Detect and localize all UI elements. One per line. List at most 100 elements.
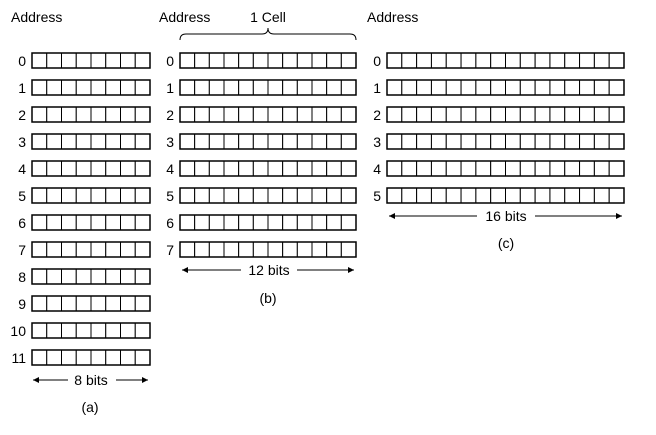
- bit-cell: [223, 79, 240, 96]
- bit-cell: [564, 133, 581, 150]
- bit-cell: [564, 160, 581, 177]
- bit-cell: [120, 187, 136, 204]
- bit-cell: [75, 133, 92, 150]
- bit-cell: [340, 79, 357, 96]
- bit-cell: [490, 133, 507, 150]
- bit-cell: [505, 187, 521, 204]
- bit-cell: [296, 52, 313, 69]
- bit-cell: [326, 241, 342, 258]
- bit-cell: [564, 106, 581, 123]
- bit-cell: [75, 322, 92, 339]
- bit-cell: [267, 133, 284, 150]
- bit-cell: [534, 106, 551, 123]
- bit-cell: [238, 79, 254, 96]
- bit-cell: [401, 160, 418, 177]
- bit-cell: [608, 133, 625, 150]
- bit-cell: [460, 52, 477, 69]
- bit-cell: [120, 106, 136, 123]
- bit-cell: [401, 187, 418, 204]
- bit-cell: [490, 187, 507, 204]
- bit-cell: [75, 79, 92, 96]
- bit-cell: [134, 52, 151, 69]
- bit-cell: [252, 52, 269, 69]
- bit-cell: [416, 52, 432, 69]
- bit-cell: [31, 133, 48, 150]
- bit-cell: [311, 187, 328, 204]
- bit-cell: [475, 160, 492, 177]
- bit-cell: [311, 133, 328, 150]
- address-label: 11: [11, 350, 26, 366]
- bit-cell: [105, 187, 121, 204]
- memory-word-outline: [31, 52, 151, 69]
- address-label: 6: [18, 215, 26, 231]
- memory-word-outline: [31, 133, 151, 150]
- bit-cell: [608, 106, 625, 123]
- address-header-a: Address: [11, 9, 62, 25]
- memory-row-b-3: 3: [166, 133, 357, 150]
- memory-row-a-6: 6: [18, 214, 151, 231]
- bit-cell: [90, 160, 107, 177]
- bit-cell: [326, 160, 342, 177]
- bit-cell: [46, 187, 62, 204]
- bit-cell: [490, 106, 507, 123]
- bit-cell: [534, 52, 551, 69]
- caption-a: (a): [81, 399, 98, 415]
- bit-cell: [593, 106, 610, 123]
- cell-brace-label: 1 Cell: [250, 9, 286, 25]
- memory-row-c-2: 2: [373, 106, 625, 123]
- bit-cell: [105, 322, 121, 339]
- bit-cell: [282, 214, 298, 231]
- address-label: 3: [373, 134, 381, 150]
- width-label-bg-b: [241, 261, 297, 277]
- bit-cell: [579, 106, 595, 123]
- bit-cell: [179, 214, 196, 231]
- bit-cell: [134, 133, 151, 150]
- bit-cell: [579, 52, 595, 69]
- bit-cell: [311, 79, 328, 96]
- bit-cell: [475, 52, 492, 69]
- bit-cell: [340, 160, 357, 177]
- bit-cell: [134, 268, 151, 285]
- bit-cell: [105, 268, 121, 285]
- bit-cell: [194, 187, 210, 204]
- memory-row-b-0: 0: [166, 52, 357, 69]
- bit-cell: [75, 52, 92, 69]
- bit-cell: [267, 160, 284, 177]
- bit-cell: [179, 241, 196, 258]
- bit-cell: [267, 79, 284, 96]
- bit-cell: [120, 295, 136, 312]
- bit-cell: [90, 187, 107, 204]
- bit-cell: [61, 349, 77, 366]
- bit-cell: [61, 52, 77, 69]
- bit-cell: [194, 241, 210, 258]
- bit-cell: [208, 187, 225, 204]
- bit-cell: [61, 160, 77, 177]
- bit-cell: [519, 133, 536, 150]
- bit-cell: [208, 79, 225, 96]
- bit-cell: [46, 295, 62, 312]
- address-label: 2: [166, 107, 174, 123]
- bit-cell: [31, 241, 48, 258]
- bit-cell: [326, 79, 342, 96]
- memory-word-outline: [31, 268, 151, 285]
- bit-cell: [296, 187, 313, 204]
- bit-cell: [31, 349, 48, 366]
- memory-row-a-10: 10: [10, 322, 151, 339]
- memory-word-outline: [31, 187, 151, 204]
- memory-row-c-1: 1: [373, 79, 625, 96]
- address-label: 1: [166, 80, 174, 96]
- bit-cell: [340, 241, 357, 258]
- bit-cell: [267, 187, 284, 204]
- bit-cell: [238, 214, 254, 231]
- bit-cell: [475, 79, 492, 96]
- bit-cell: [252, 160, 269, 177]
- bit-cell: [238, 241, 254, 258]
- bit-cell: [460, 133, 477, 150]
- memory-row-b-5: 5: [166, 187, 357, 204]
- bit-cell: [134, 187, 151, 204]
- bit-cell: [90, 79, 107, 96]
- bit-cell: [238, 160, 254, 177]
- bit-cell: [61, 322, 77, 339]
- bit-cell: [208, 241, 225, 258]
